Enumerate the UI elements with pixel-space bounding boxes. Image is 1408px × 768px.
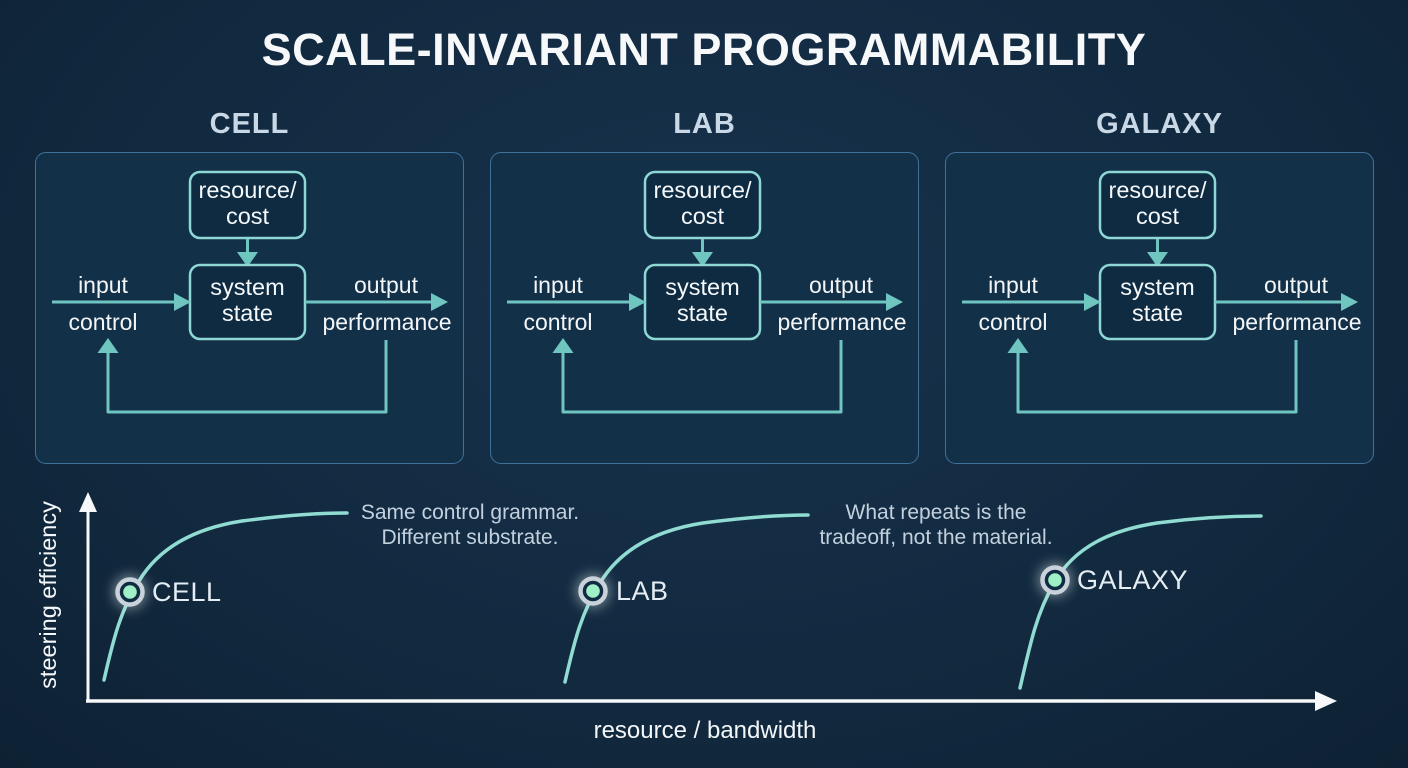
cost-arrowhead-icon [692, 252, 713, 267]
feedback-arrowhead-icon [552, 338, 574, 353]
x-axis-arrowhead-icon [1315, 691, 1337, 711]
panel-body-cell: resource/ cost system state input contro… [35, 152, 464, 464]
resource-cost-label-line1: resource/ [654, 177, 752, 203]
panel-lab: LAB resource/ cost system state input co… [490, 106, 919, 464]
feedback-line [106, 340, 388, 414]
resource-cost-label-line2: cost [681, 203, 725, 229]
resource-cost-box [643, 170, 762, 240]
panel-header-cell: CELL [209, 108, 290, 140]
y-axis-arrowhead-icon [79, 492, 97, 512]
page-title: SCALE-INVARIANT PROGRAMMABILITY [261, 24, 1147, 75]
marker-galaxy [1038, 563, 1072, 597]
marker-dot [123, 585, 137, 599]
feedback-line [561, 340, 843, 414]
tradeoff-chart: steering efficiency resource / bandwidth… [35, 492, 1337, 744]
control-label: control [523, 309, 592, 335]
system-state-label-line1: system [1120, 274, 1194, 300]
curve-cell [102, 511, 349, 682]
input-arrowhead-icon [174, 293, 191, 311]
resource-cost-box [188, 170, 307, 240]
performance-label: performance [1232, 309, 1361, 335]
system-state-label-line1: system [665, 274, 739, 300]
resource-cost-label-line2: cost [226, 203, 270, 229]
resource-cost-label-line1: resource/ [199, 177, 297, 203]
panel-cell: CELL resource/ cost system state input c… [35, 106, 464, 464]
output-arrowhead-icon [1341, 293, 1358, 311]
marker-cell [113, 575, 147, 609]
feedback-arrowhead-icon [97, 338, 119, 353]
panel-body-lab: resource/ cost system state input contro… [490, 152, 919, 464]
cost-arrowhead-icon [1147, 252, 1168, 267]
panel-galaxy: GALAXY resource/ cost system state input… [945, 106, 1374, 464]
curve-lab [563, 513, 810, 684]
control-label: control [68, 309, 137, 335]
system-state-label-line2: state [677, 300, 728, 326]
control-loop-diagram: resource/ cost system state input contro… [507, 170, 907, 414]
cost-arrowhead-icon [237, 252, 258, 267]
panels-row: CELL resource/ cost system state input c… [35, 106, 1374, 464]
x-axis-label: resource / bandwidth [594, 717, 817, 744]
point-label-lab: LAB [616, 576, 669, 606]
panel-body-galaxy: resource/ cost system state input contro… [945, 152, 1374, 464]
point-label-cell: CELL [152, 577, 222, 607]
marker-dot [1048, 573, 1062, 587]
performance-label: performance [777, 309, 906, 335]
output-label: output [354, 272, 419, 298]
system-state-label-line2: state [1132, 300, 1183, 326]
annotation-2-line-2: tradeoff, not the material. [819, 526, 1052, 549]
resource-cost-label-line1: resource/ [1109, 177, 1207, 203]
system-state-label-line2: state [222, 300, 273, 326]
output-arrowhead-icon [886, 293, 903, 311]
input-arrowhead-icon [629, 293, 646, 311]
feedback-arrowhead-icon [1007, 338, 1029, 353]
marker-lab [576, 574, 610, 608]
input-label: input [988, 272, 1038, 298]
curve-galaxy [1018, 514, 1263, 690]
annotation-1-line-1: Same control grammar. [361, 501, 579, 524]
output-label: output [809, 272, 874, 298]
input-label: input [533, 272, 583, 298]
resource-cost-label-line2: cost [1136, 203, 1180, 229]
annotation-2-line-1: What repeats is the [846, 501, 1027, 524]
output-label: output [1264, 272, 1329, 298]
control-label: control [978, 309, 1047, 335]
resource-cost-box [1098, 170, 1217, 240]
marker-dot [586, 584, 600, 598]
performance-label: performance [322, 309, 451, 335]
output-arrowhead-icon [431, 293, 448, 311]
panel-header-lab: LAB [673, 108, 736, 140]
panel-header-galaxy: GALAXY [1096, 108, 1223, 140]
control-loop-diagram: resource/ cost system state input contro… [52, 170, 452, 414]
annotation-1-line-2: Different substrate. [381, 526, 558, 549]
input-arrowhead-icon [1084, 293, 1101, 311]
point-label-galaxy: GALAXY [1077, 565, 1188, 595]
system-state-label-line1: system [210, 274, 284, 300]
y-axis-label: steering efficiency [35, 501, 61, 689]
control-loop-diagram: resource/ cost system state input contro… [962, 170, 1362, 414]
feedback-line [1016, 340, 1298, 414]
input-label: input [78, 272, 128, 298]
